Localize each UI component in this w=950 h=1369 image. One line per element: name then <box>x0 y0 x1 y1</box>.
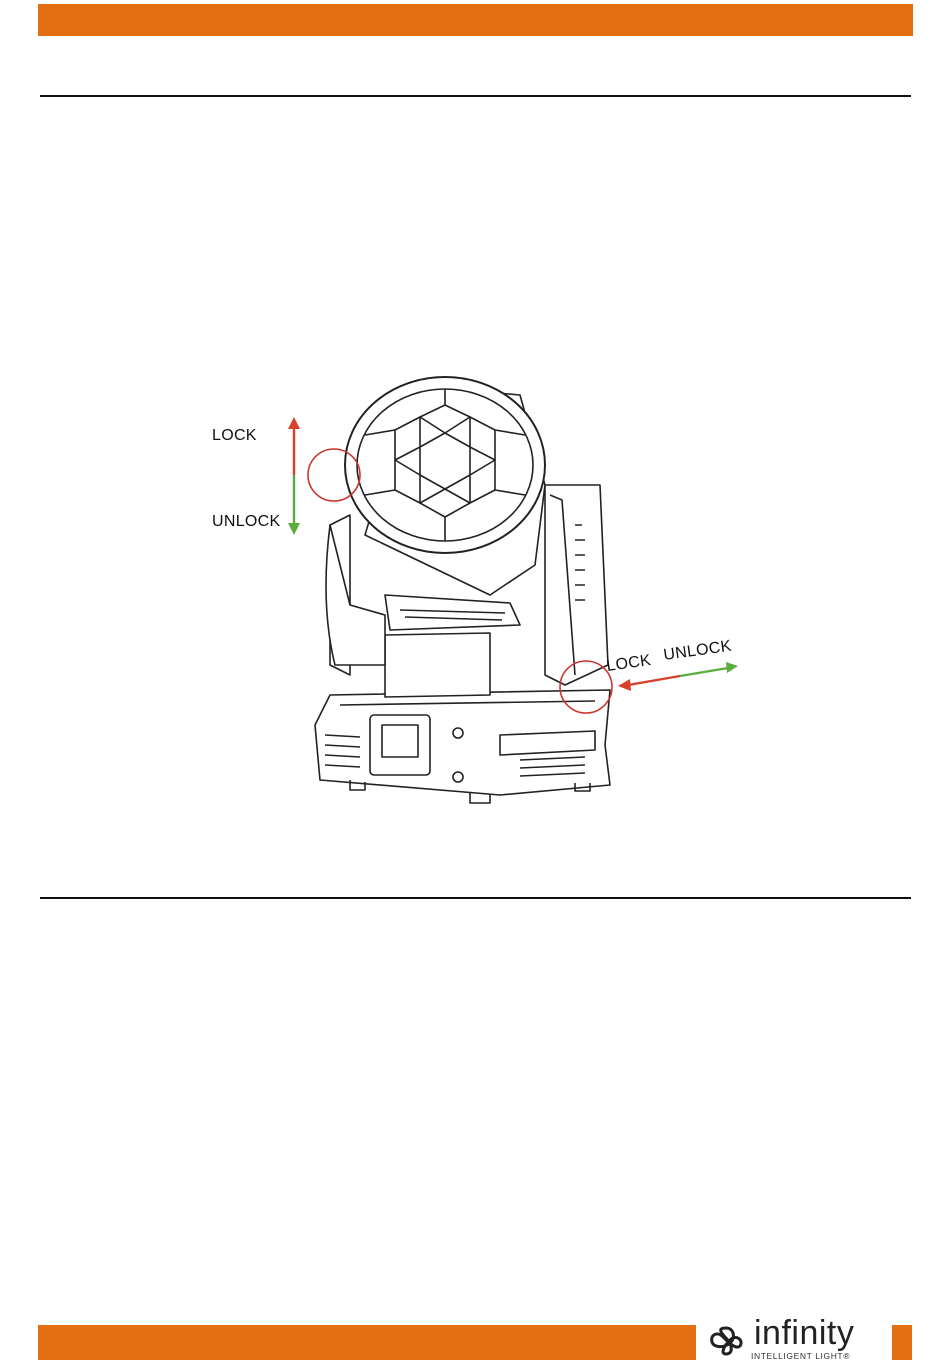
footer-accent-bar <box>38 1325 696 1360</box>
moving-head-illustration: LOCK UNLOCK LOCK UNLOCK <box>190 365 760 815</box>
header-accent-bar <box>38 4 913 36</box>
fixture-drawing <box>190 365 760 815</box>
brand-wordmark: infinity <box>754 1314 854 1353</box>
tilt-unlock-label: UNLOCK <box>212 513 280 531</box>
top-divider <box>40 95 911 97</box>
trefoil-logo-icon <box>706 1324 746 1358</box>
bottom-divider <box>40 897 911 899</box>
tilt-lock-label: LOCK <box>212 427 257 445</box>
footer-accent-tab <box>892 1325 912 1360</box>
brand-logo: infinity INTELLIGENT LIGHT® <box>706 1318 886 1364</box>
brand-tagline: INTELLIGENT LIGHT® <box>751 1351 850 1361</box>
